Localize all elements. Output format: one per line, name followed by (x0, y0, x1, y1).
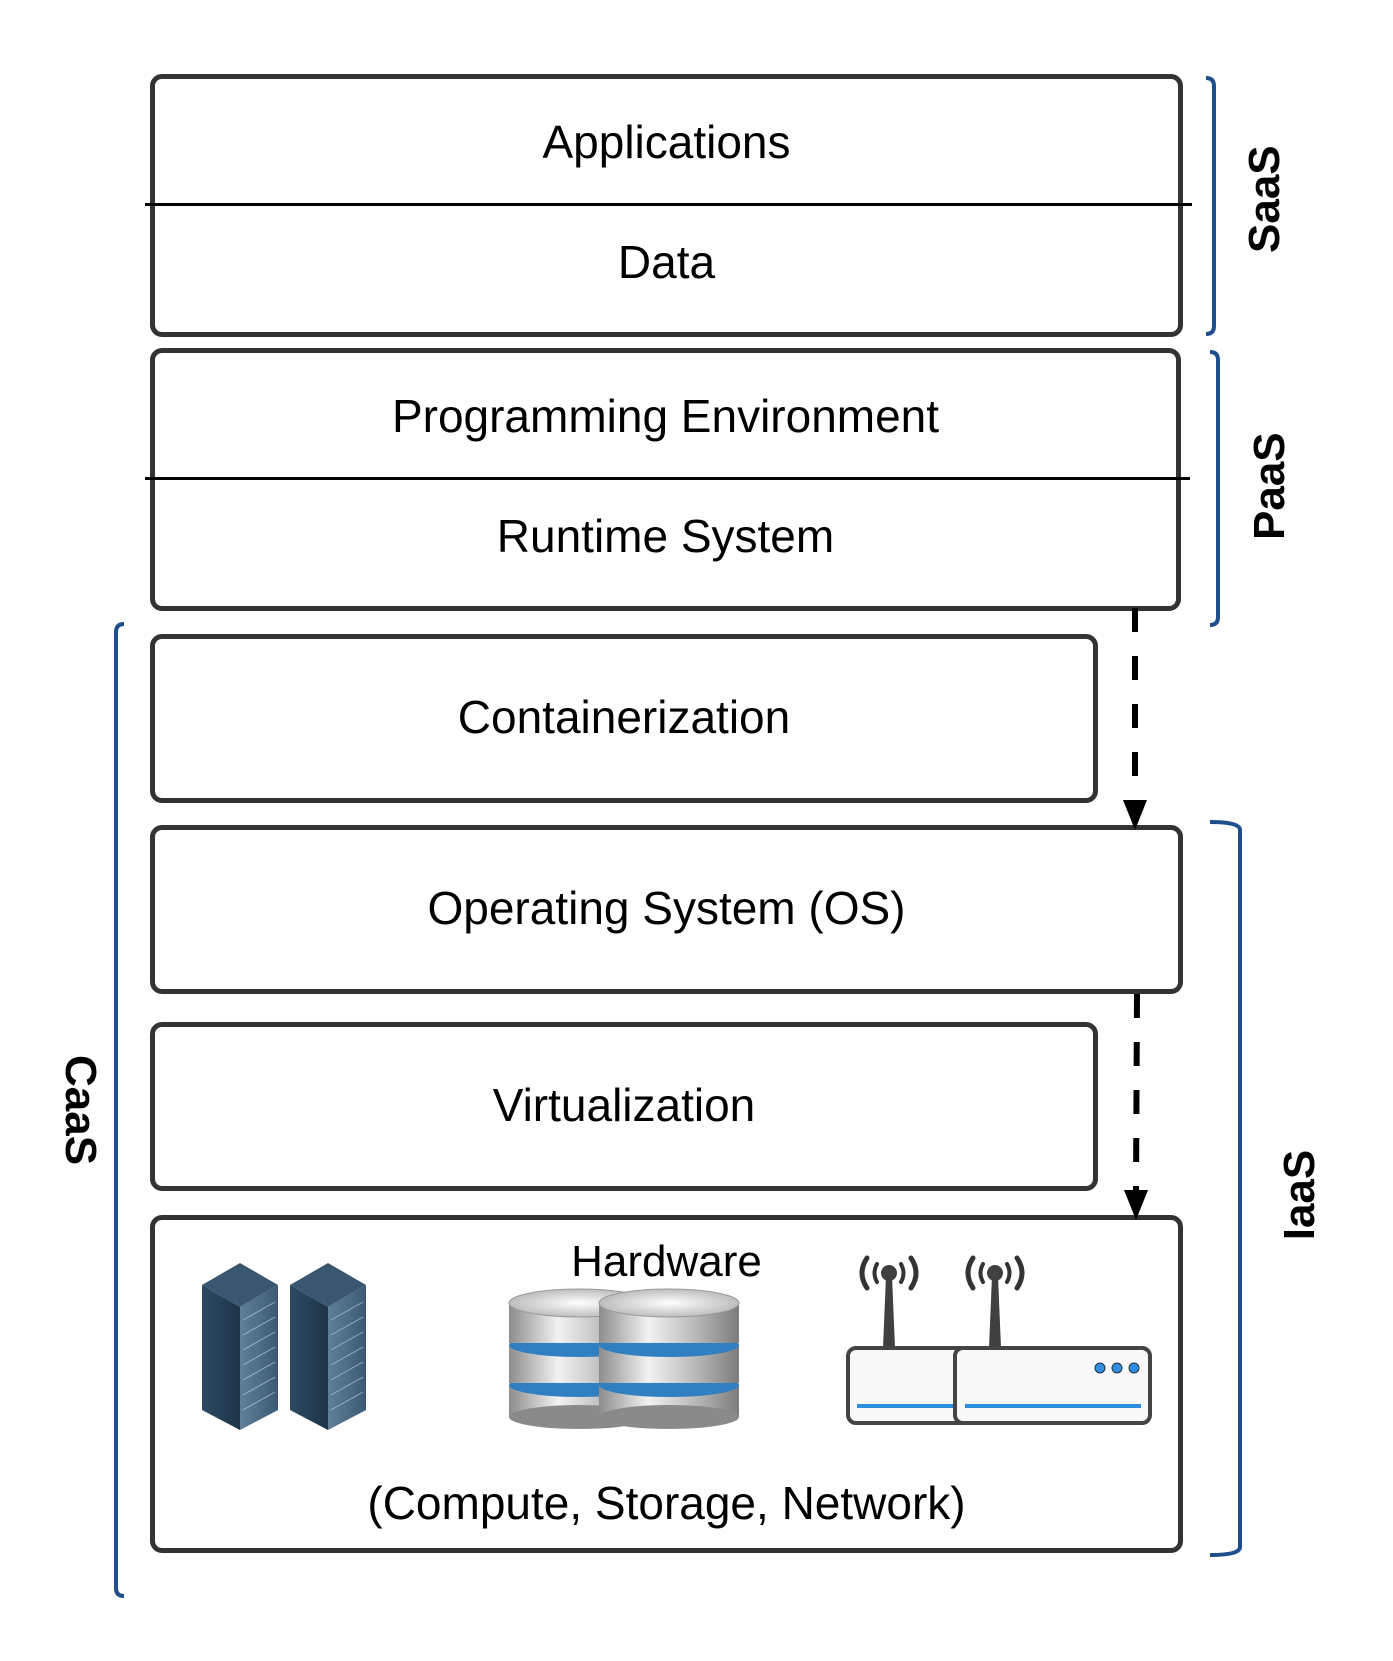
hardware-layer-label: Hardware (571, 1237, 762, 1286)
saas-label: SaaS (1240, 145, 1289, 253)
dashed-arrow-paas-to-os (1123, 608, 1147, 830)
containerization-layer-box: Containerization (150, 634, 1098, 803)
programming-environment-layer-label: Programming Environment (391, 390, 940, 442)
paas-label: PaaS (1245, 432, 1294, 540)
server-rack-2 (290, 1263, 366, 1430)
wireless-router-icon (846, 1255, 1152, 1425)
saas-divider (145, 203, 1192, 206)
paas-bracket (1209, 350, 1220, 627)
virtualization-layer-label: Virtualization (492, 1079, 756, 1131)
wireless-router-2 (953, 1255, 1152, 1425)
iaas-label: IaaS (1275, 1149, 1324, 1241)
caas-label: CaaS (56, 1055, 105, 1166)
server-rack-icon (202, 1263, 366, 1430)
paas-divider (145, 477, 1190, 480)
data-layer-label: Data (617, 236, 716, 288)
saas-bracket (1205, 76, 1216, 336)
database-storage-icon (508, 1288, 740, 1429)
virtualization-layer-box: Virtualization (150, 1022, 1098, 1191)
containerization-layer-label: Containerization (457, 691, 791, 743)
operating-system-layer-label: Operating System (OS) (427, 882, 906, 934)
operating-system-layer-box: Operating System (OS) (150, 825, 1183, 994)
runtime-system-layer-label: Runtime System (496, 510, 835, 562)
hardware-detail-label: (Compute, Storage, Network) (367, 1477, 966, 1529)
database-stack-2 (598, 1288, 740, 1429)
iaas-bracket (1209, 820, 1242, 1557)
applications-layer-label: Applications (542, 116, 791, 168)
server-rack-1 (202, 1263, 278, 1430)
caas-bracket (114, 622, 125, 1598)
dashed-arrow-os-to-hardware (1124, 993, 1148, 1220)
hardware-layer-box: Hardware (Compute, Storage, Network) (150, 1215, 1183, 1553)
